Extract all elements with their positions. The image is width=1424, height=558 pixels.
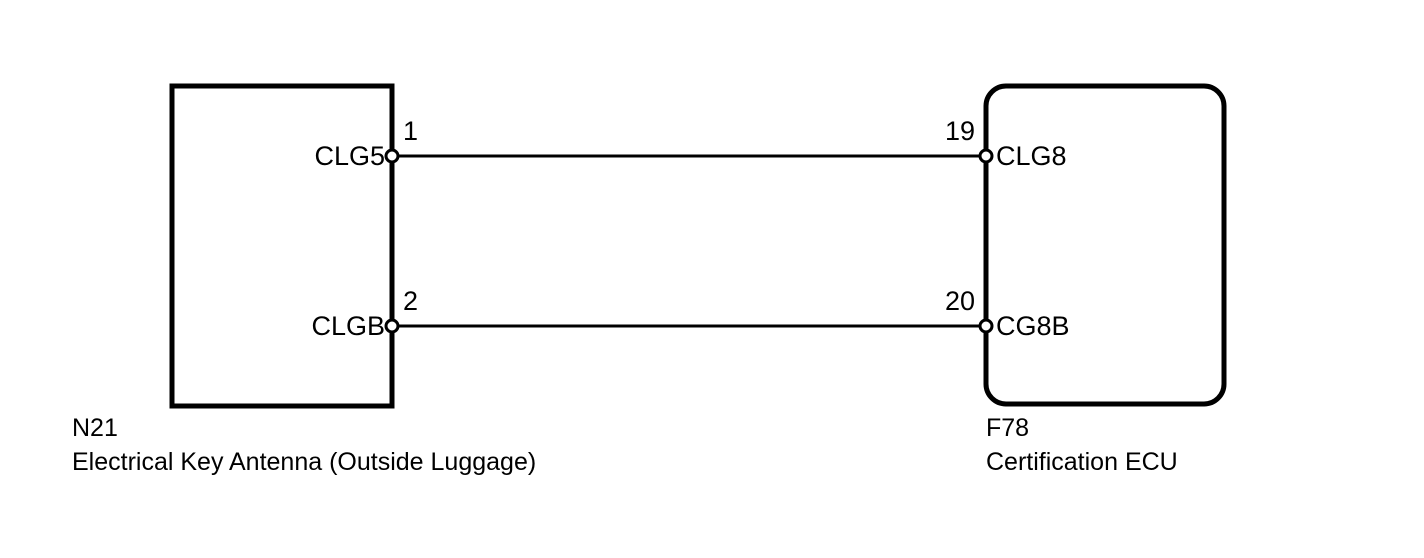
terminal-right-pin-20[interactable] <box>978 318 994 334</box>
component-name-right: Certification ECU <box>986 448 1178 476</box>
component-body-left <box>169 83 395 409</box>
component-code-left: N21 <box>72 414 118 442</box>
terminal-label-clgb: CLGB <box>311 311 385 341</box>
pin-number-20: 20 <box>945 286 975 316</box>
terminal-left-pin-2[interactable] <box>384 318 400 334</box>
terminal-right-pin-19[interactable] <box>978 148 994 164</box>
component-name-left: Electrical Key Antenna (Outside Luggage) <box>72 448 536 476</box>
terminal-label-cg8b: CG8B <box>996 311 1070 341</box>
pin-number-2: 2 <box>403 286 418 316</box>
terminal-label-clg8: CLG8 <box>996 141 1067 171</box>
component-code-right: F78 <box>986 414 1029 442</box>
terminal-label-clg5: CLG5 <box>314 141 385 171</box>
component-body-right <box>983 83 1227 407</box>
pin-number-1: 1 <box>403 116 418 146</box>
pin-number-19: 19 <box>945 116 975 146</box>
terminal-left-pin-1[interactable] <box>384 148 400 164</box>
